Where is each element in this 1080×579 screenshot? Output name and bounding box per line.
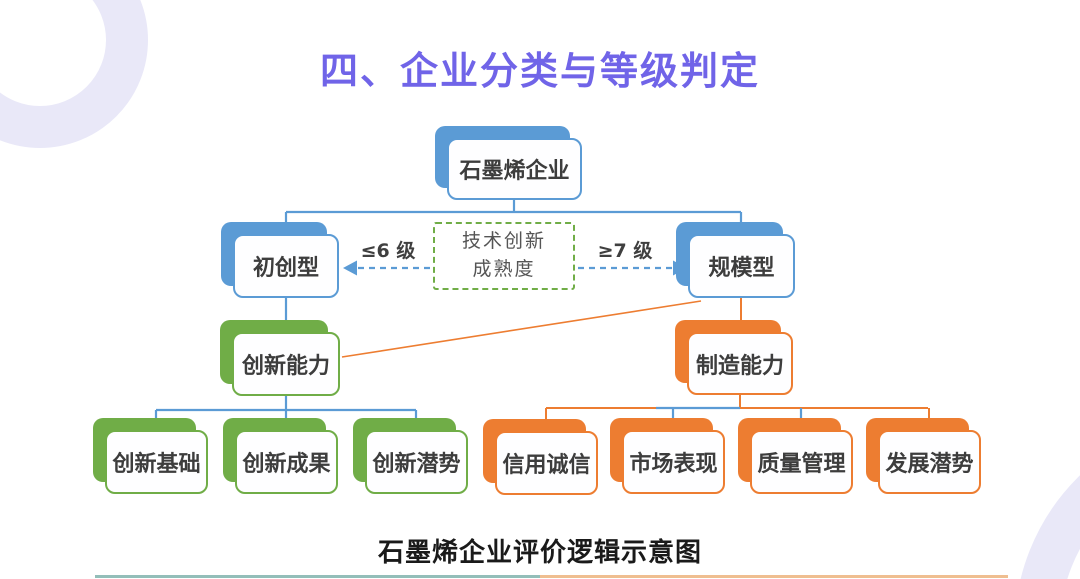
node-face: 规模型 — [688, 234, 795, 298]
node-label: 质量管理 — [757, 451, 846, 476]
node-face: 创新潜势 — [365, 430, 468, 494]
leaf-innovation-achievement: 创新成果 — [223, 418, 338, 494]
corner-ring-top-left — [0, 0, 148, 148]
bottom-divider-orange — [540, 575, 1008, 578]
node-startup-type: 初创型 — [221, 222, 339, 298]
node-manufacturing-capability: 制造能力 — [675, 320, 793, 395]
node-label: 创新能力 — [241, 353, 330, 378]
leaf-market-performance: 市场表现 — [610, 418, 725, 494]
leaf-quality-management: 质量管理 — [738, 418, 853, 494]
maturity-decision-box: 技术创新 成熟度 — [433, 222, 575, 290]
node-face: 创新基础 — [105, 430, 208, 494]
leaf-innovation-foundation: 创新基础 — [93, 418, 208, 494]
node-face: 制造能力 — [687, 332, 793, 395]
node-label: 规模型 — [708, 255, 775, 280]
leaf-innovation-potential: 创新潜势 — [353, 418, 468, 494]
node-label: 石墨烯企业 — [459, 158, 570, 183]
node-innovation-capability: 创新能力 — [220, 320, 340, 396]
node-label: 发展潜势 — [885, 451, 974, 476]
diagram-caption: 石墨烯企业评价逻辑示意图 — [377, 538, 702, 568]
page-title: 四、企业分类与等级判定 — [319, 49, 760, 93]
node-face: 信用诚信 — [495, 431, 598, 495]
node-face: 石墨烯企业 — [447, 138, 582, 200]
condition-label-ge7: ≥7 级 — [597, 240, 653, 262]
leaf-credit-integrity: 信用诚信 — [483, 419, 598, 495]
node-face: 发展潜势 — [878, 430, 981, 494]
node-label: 信用诚信 — [502, 452, 591, 477]
node-label: 创新潜势 — [372, 451, 461, 476]
condition-label-le6: ≤6 级 — [360, 240, 416, 262]
node-scale-type: 规模型 — [676, 222, 795, 298]
leaf-development-potential: 发展潜势 — [866, 418, 981, 494]
node-label: 创新成果 — [242, 451, 331, 476]
node-face: 质量管理 — [750, 430, 853, 494]
node-label: 制造能力 — [695, 352, 784, 378]
maturity-line2: 成熟度 — [472, 259, 536, 280]
node-face: 市场表现 — [622, 430, 725, 494]
maturity-line1: 技术创新 — [461, 231, 546, 253]
node-face: 创新成果 — [235, 430, 338, 494]
node-face: 初创型 — [233, 234, 339, 298]
node-face: 创新能力 — [232, 332, 340, 396]
node-graphene-enterprise: 石墨烯企业 — [435, 126, 582, 200]
arrowhead-left — [343, 260, 357, 276]
node-label: 初创型 — [252, 255, 319, 280]
bottom-divider-teal — [95, 575, 540, 578]
node-label: 市场表现 — [629, 451, 718, 476]
node-label: 创新基础 — [112, 451, 201, 476]
